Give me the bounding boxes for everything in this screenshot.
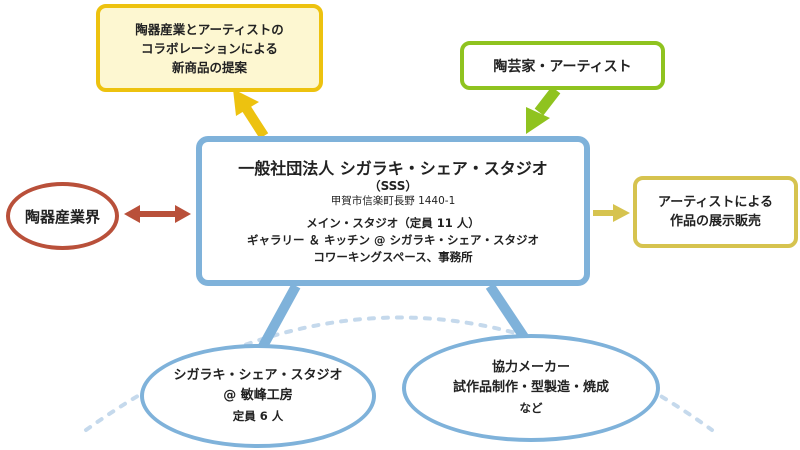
maker-etc: など: [519, 401, 543, 415]
center-detail-2: ギャラリー ＆ キッチン @ シガラキ・シェア・スタジオ: [246, 232, 539, 247]
sales-line-2: 作品の展示販売: [669, 214, 761, 229]
center-title: 一般社団法人 シガラキ・シェア・スタジオ: [238, 158, 548, 178]
connector-maker: [485, 283, 531, 343]
proposal-line-1: 陶器産業とアーティストの: [135, 21, 284, 37]
artist-label: 陶芸家・アーティスト: [493, 58, 632, 75]
studio-line-1: シガラキ・シェア・スタジオ: [173, 368, 343, 383]
center-abbr: （SSS）: [368, 178, 418, 193]
sales-box: アーティストによる 作品の展示販売: [633, 176, 798, 248]
center-detail-3: コワーキングスペース、事務所: [313, 249, 473, 264]
industry-label: 陶器産業界: [24, 207, 100, 226]
arrow-to-proposal: [233, 89, 269, 139]
studio-line-2: @ 敏峰工房: [223, 388, 293, 403]
proposal-box: 陶器産業とアーティストの コラボレーションによる 新商品の提案: [96, 4, 323, 92]
sales-line-1: アーティストによる: [657, 195, 774, 210]
proposal-line-3: 新商品の提案: [171, 59, 247, 75]
studio-capacity: 定員 6 人: [232, 409, 284, 423]
studio-ellipse: シガラキ・シェア・スタジオ @ 敏峰工房 定員 6 人: [140, 344, 376, 448]
connector-studio: [257, 283, 301, 351]
center-detail-1: メイン・スタジオ（定員 11 人）: [306, 215, 480, 230]
center-organization-box: 一般社団法人 シガラキ・シェア・スタジオ （SSS） 甲賀市信楽町長野 1440…: [196, 136, 590, 286]
arrow-to-sales: [593, 204, 630, 222]
maker-line-1: 協力メーカー: [491, 360, 570, 375]
center-address: 甲賀市信楽町長野 1440-1: [330, 194, 456, 207]
proposal-line-2: コラボレーションによる: [141, 40, 278, 56]
maker-line-2: 試作品制作・型製造・焼成: [452, 380, 609, 395]
maker-ellipse: 協力メーカー 試作品制作・型製造・焼成 など: [402, 334, 660, 442]
artist-box: 陶芸家・アーティスト: [460, 41, 665, 90]
industry-ellipse: 陶器産業界: [6, 182, 119, 250]
arrow-from-artist: [526, 86, 561, 134]
arrow-industry-center: [124, 205, 191, 223]
